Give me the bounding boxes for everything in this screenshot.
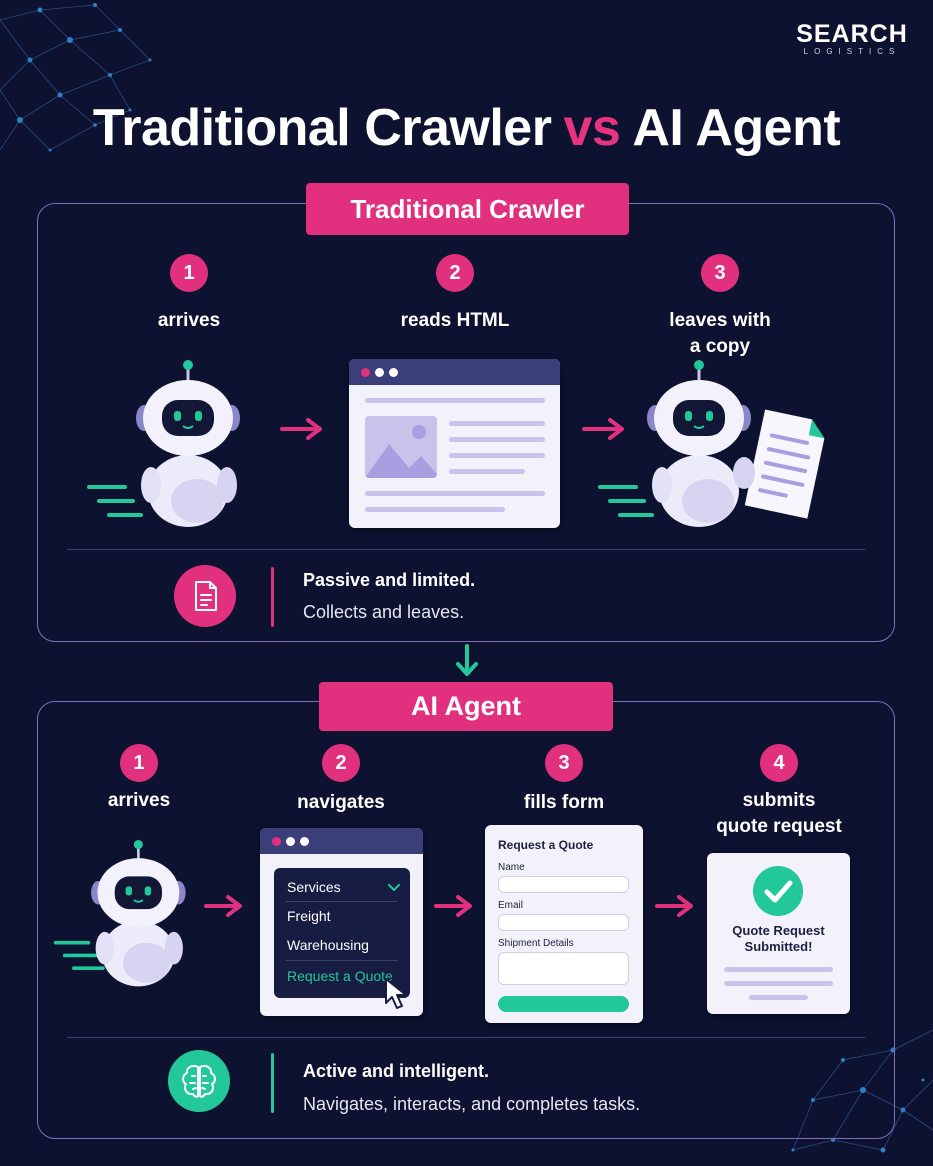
chevron-down-icon xyxy=(388,884,400,892)
agent-step-3-number: 3 xyxy=(545,744,583,782)
name-label: Name xyxy=(498,862,525,873)
robot-with-document-icon xyxy=(598,360,825,527)
crawler-heading: Traditional Crawler xyxy=(306,183,629,235)
brand-logo-subtitle: LOGISTICS xyxy=(803,47,901,56)
email-label: Email xyxy=(498,900,524,911)
image-placeholder-icon xyxy=(365,416,437,478)
agent-step-3-label: fills form xyxy=(523,792,605,813)
window-titlebar xyxy=(260,828,423,854)
agent-step-4-label-line1: submits xyxy=(742,790,816,811)
agent-step-4-label-line2: quote request xyxy=(716,816,842,837)
arrow-icon xyxy=(434,895,472,917)
agent-step-4-number: 4 xyxy=(760,744,798,782)
network-decoration-bottom-right xyxy=(791,1029,933,1153)
crawler-summary-title: Passive and limited. xyxy=(303,570,476,590)
confirmation-line2: Submitted! xyxy=(744,939,813,954)
form-title: Request a Quote xyxy=(498,838,594,852)
brain-icon xyxy=(168,1050,230,1112)
agent-heading: AI Agent xyxy=(319,682,613,731)
title-right: AI Agent xyxy=(632,99,841,157)
down-arrow-icon xyxy=(456,644,478,676)
shipment-details-field[interactable] xyxy=(498,952,629,985)
title-left: Traditional Crawler xyxy=(92,99,552,157)
arrow-icon xyxy=(204,895,242,917)
arrow-icon xyxy=(582,418,624,440)
brand-logo: SEARCH xyxy=(796,20,908,48)
crawler-step-2-label: reads HTML xyxy=(400,310,510,331)
confirmation-line1: Quote Request xyxy=(732,923,825,938)
crawler-summary-text: Collects and leaves. xyxy=(303,602,465,622)
confirmation-card: Quote Request Submitted! xyxy=(707,853,850,1014)
agent-summary-title: Active and intelligent. xyxy=(303,1061,490,1081)
crawler-step-1-label: arrives xyxy=(157,310,221,331)
agent-divider xyxy=(67,1037,865,1038)
agent-step-2-label: navigates xyxy=(297,792,385,813)
arrow-icon xyxy=(655,895,693,917)
crawler-step-1-number: 1 xyxy=(170,254,208,292)
agent-step-4-label: submits quote request xyxy=(689,788,869,840)
checkmark-icon xyxy=(753,866,803,916)
menu-item-request-quote[interactable]: Request a Quote xyxy=(287,968,393,984)
crawler-divider xyxy=(67,549,865,550)
crawler-summary-bar xyxy=(271,567,274,627)
title-vs: vs xyxy=(563,99,621,157)
network-decoration-top-left xyxy=(0,3,152,152)
mouse-cursor-icon xyxy=(385,978,407,1009)
confirmation-message: Quote Request Submitted! xyxy=(707,923,850,955)
crawler-step-3-label: leaves with a copy xyxy=(640,308,800,360)
menu-item-warehousing[interactable]: Warehousing xyxy=(287,937,369,953)
crawler-step-3-number: 3 xyxy=(701,254,739,292)
crawler-step-3-label-line2: a copy xyxy=(689,336,751,357)
menu-item-freight[interactable]: Freight xyxy=(287,908,331,924)
agent-summary-bar xyxy=(271,1053,274,1113)
navigation-window: Services Freight Warehousing Request a Q… xyxy=(260,828,423,1016)
window-titlebar xyxy=(349,359,560,385)
agent-summary-text: Navigates, interacts, and completes task… xyxy=(303,1094,641,1114)
shipment-details-label: Shipment Details xyxy=(498,938,574,949)
dropdown-menu: Services Freight Warehousing Request a Q… xyxy=(274,868,410,998)
quote-form-card: Request a Quote Name Email Shipment Deta… xyxy=(485,825,643,1023)
html-page-window xyxy=(349,359,560,528)
agent-step-1-number: 1 xyxy=(120,744,158,782)
crawler-step-3-label-line1: leaves with xyxy=(669,310,771,331)
agent-step-2-number: 2 xyxy=(322,744,360,782)
submit-button[interactable] xyxy=(498,996,629,1012)
robot-icon xyxy=(53,840,186,987)
name-field[interactable] xyxy=(498,876,629,893)
robot-icon xyxy=(87,360,240,527)
crawler-step-2-number: 2 xyxy=(436,254,474,292)
menu-item-services[interactable]: Services xyxy=(287,879,341,895)
document-icon xyxy=(174,565,236,627)
agent-step-1-label: arrives xyxy=(107,790,171,811)
arrow-icon xyxy=(280,418,322,440)
email-field[interactable] xyxy=(498,914,629,931)
